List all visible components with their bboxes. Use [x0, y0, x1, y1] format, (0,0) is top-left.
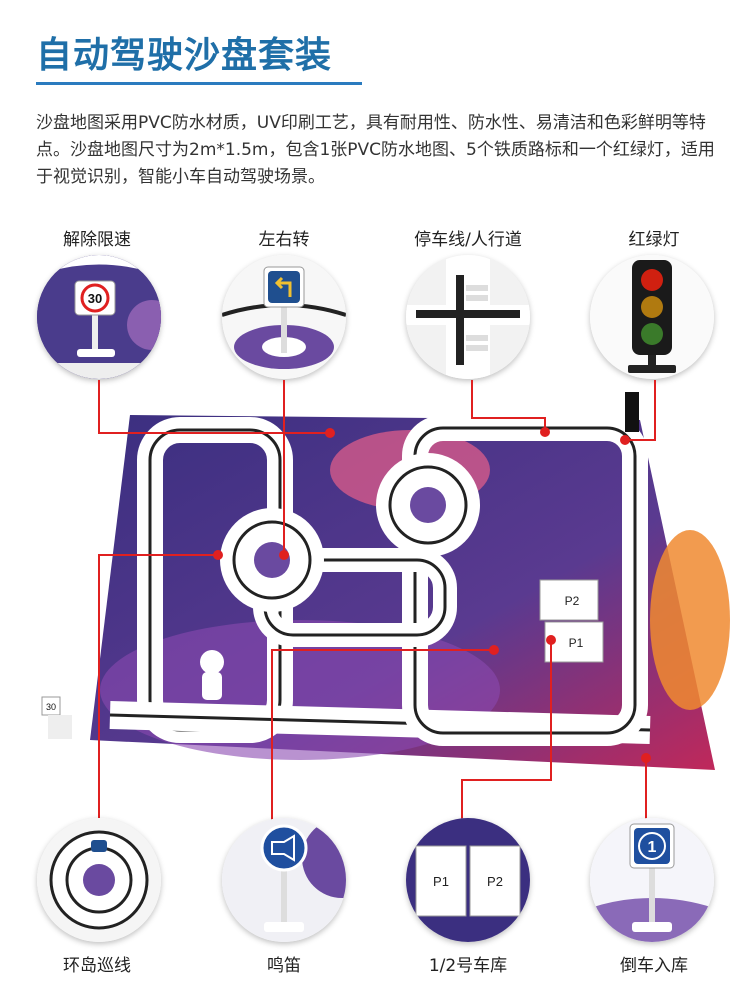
garage-slot-p2: P2	[487, 874, 503, 889]
speed-sign-text: 30	[88, 291, 102, 306]
garage-icon: P1 P2	[406, 818, 530, 942]
map-garage-p2: P2	[565, 594, 580, 608]
label-traffic-light: 红绿灯	[628, 230, 680, 250]
traffic-light-icon	[590, 255, 714, 379]
reverse-sign-text: 1	[648, 839, 657, 856]
stop-line-detail	[406, 255, 530, 379]
reverse-parking-sign-icon: 1	[590, 818, 714, 942]
turn-sign-icon	[222, 255, 346, 379]
label-remove-speed-limit: 解除限速	[63, 230, 131, 250]
speed-limit-30-sign-icon: 30	[37, 255, 161, 379]
turn-detail	[222, 255, 346, 379]
roundabout-icon	[37, 818, 161, 942]
map-speed-sign: 30	[46, 702, 56, 712]
title-underline	[36, 82, 362, 85]
speed-limit-detail: 30	[37, 255, 161, 379]
stop-line-icon	[406, 255, 530, 379]
label-turn: 左右转	[258, 230, 310, 250]
traffic-light-detail	[590, 255, 714, 379]
page-title: 自动驾驶沙盘套装	[36, 35, 333, 76]
label-garage: 1/2号车库	[428, 956, 508, 976]
garage-slot-p1: P1	[433, 874, 449, 889]
reverse-parking-detail: 1	[590, 818, 714, 942]
garage-detail: P1 P2	[406, 818, 530, 942]
label-roundabout: 环岛巡线	[63, 956, 131, 976]
map-garage-p1: P1	[569, 636, 584, 650]
label-horn: 鸣笛	[267, 956, 301, 976]
roundabout-detail	[37, 818, 161, 942]
horn-detail	[222, 818, 346, 942]
description-text: 沙盘地图采用PVC防水材质，UV印刷工艺，具有耐用性、防水性、易清洁和色彩鲜明等…	[36, 113, 715, 187]
label-reverse-parking: 倒车入库	[620, 956, 688, 976]
label-stop-line: 停车线/人行道	[414, 230, 522, 250]
horn-sign-icon	[222, 818, 346, 942]
